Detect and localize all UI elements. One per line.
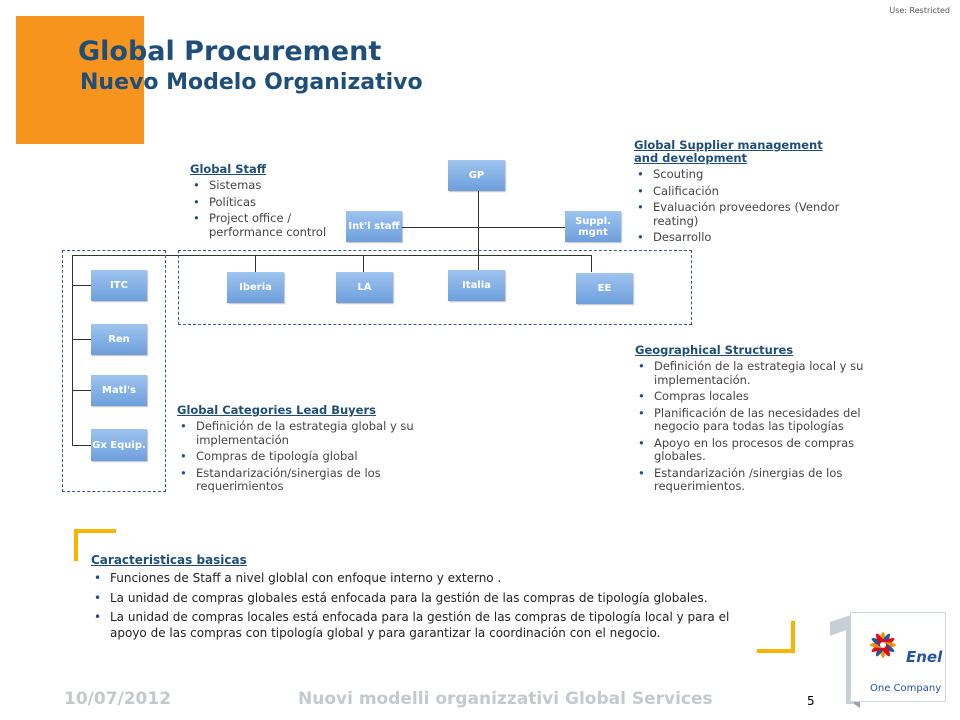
connector-ren [72, 339, 91, 340]
page-number: 5 [807, 694, 815, 708]
geo-structures-item: Compras locales [635, 389, 885, 404]
supplier-mgmt-item: Evaluación proveedores (Vendor reating) [634, 200, 844, 228]
category-box-itc: ITC [91, 270, 147, 301]
categories-lead-section: Global Categories Lead Buyers Definición… [177, 404, 439, 494]
geo-structures-item: Definición de la estrategia local y su i… [635, 359, 885, 387]
category-box-ren: Ren [91, 324, 147, 355]
category-box-gx-equip: Gx Equip. [91, 429, 147, 461]
geo-structures-item: Estandarización /sinergias de los requer… [635, 466, 885, 494]
connector-iberia [255, 255, 256, 272]
connector-gx [72, 445, 91, 446]
global-staff-title: Global Staff [190, 162, 267, 176]
bracket-bottom-right [757, 621, 795, 653]
footer-title: Nuovi modelli organizzativi Global Servi… [298, 689, 713, 709]
global-staff-item: Project office / performance control [190, 211, 350, 239]
supplier-mgmt-item: Calificación [634, 184, 844, 199]
geo-structures-item: Planificación de las necesidades del neg… [635, 406, 885, 434]
geo-structures-title: Geographical Structures [635, 343, 794, 357]
page-title: Global Procurement [78, 36, 382, 67]
geo-structures-item: Apoyo en los procesos de compras globale… [635, 436, 885, 464]
enel-tagline: One Company [870, 683, 942, 694]
suppl-mgnt-box: Suppl. mgnt [565, 211, 621, 242]
supplier-mgmt-section: Global Supplier management and developme… [634, 139, 844, 245]
supplier-mgmt-item: Desarrollo [634, 230, 844, 245]
footer-date: 10/07/2012 [64, 689, 172, 709]
enel-brand-text: Enel [906, 648, 943, 666]
connector-itc [72, 285, 91, 286]
connector-staff-horizontal [402, 227, 565, 228]
global-staff-section: Global Staff Sistemas Políticas Project … [190, 163, 350, 239]
global-staff-item: Políticas [190, 195, 350, 210]
orange-accent-block [16, 16, 144, 144]
global-staff-item: Sistemas [190, 178, 350, 193]
region-box-la: LA [336, 272, 393, 303]
connector-categories-vertical [72, 255, 73, 446]
page-subtitle: Nuevo Modelo Organizativo [80, 70, 423, 95]
connector-gp-vertical [478, 191, 479, 271]
connector-matls [72, 390, 91, 391]
categories-lead-item: Compras de tipología global [177, 449, 439, 464]
bracket-top-left [74, 529, 116, 561]
caracteristicas-item: La unidad de compras locales está enfoca… [91, 610, 791, 641]
categories-lead-item: Estandarización/sinergias de los requeri… [177, 466, 439, 494]
enel-logo [850, 612, 946, 702]
enel-flower-icon [870, 632, 896, 658]
connector-regions-horizontal [178, 255, 592, 256]
categories-dashed-frame [62, 250, 166, 492]
region-box-italia: Italia [448, 270, 505, 301]
connector-categories-top [72, 255, 178, 256]
caracteristicas-section: Caracteristicas basicas Funciones de Sta… [91, 554, 791, 641]
connector-la [363, 255, 364, 272]
supplier-mgmt-title: Global Supplier management and developme… [634, 138, 823, 165]
caracteristicas-item: La unidad de compras globales está enfoc… [91, 591, 791, 607]
category-box-matls: Matl's [91, 375, 147, 406]
region-box-iberia: Iberia [227, 272, 284, 303]
regions-dashed-frame [178, 250, 692, 325]
gp-box: GP [448, 160, 505, 191]
caracteristicas-title: Caracteristicas basicas [91, 553, 247, 567]
region-box-ee: EE [576, 273, 633, 304]
categories-lead-title: Global Categories Lead Buyers [177, 403, 376, 417]
classification-label: Use: Restricted [889, 6, 950, 15]
geo-structures-section: Geographical Structures Definición de la… [635, 344, 885, 494]
intl-staff-box: Int'l staff [346, 211, 402, 242]
categories-lead-item: Definición de la estrategia global y su … [177, 419, 439, 447]
caracteristicas-item: Funciones de Staff a nivel globlal con e… [91, 571, 791, 587]
connector-ee [591, 255, 592, 272]
supplier-mgmt-item: Scouting [634, 167, 844, 182]
